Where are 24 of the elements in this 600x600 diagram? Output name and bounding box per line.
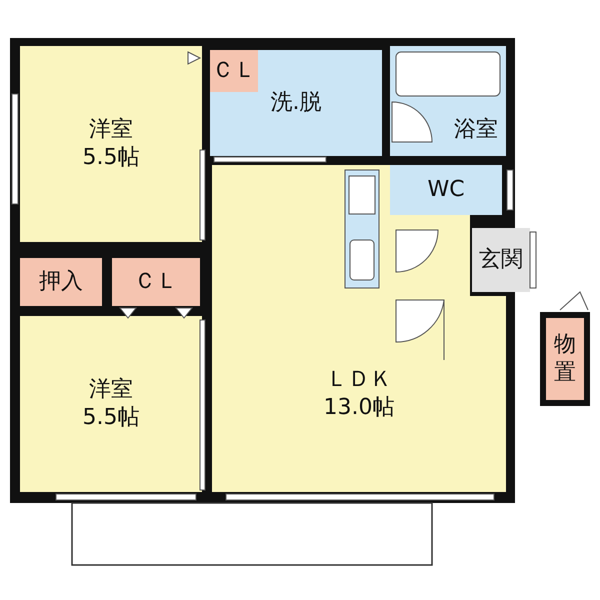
room-area: [210, 50, 382, 156]
room-label: 洋室: [89, 376, 133, 404]
room-label: 5.5帖: [82, 144, 140, 172]
room-area: [390, 165, 502, 215]
room-label: ＣＬ: [212, 57, 256, 85]
room-label: 物置: [554, 331, 576, 387]
room-label: 玄関: [479, 246, 523, 274]
room-label: 洗.脱: [270, 89, 322, 117]
room-label: 5.5帖: [82, 404, 140, 432]
room-label: ＣＬ: [134, 268, 178, 296]
room-label: 洋室: [89, 116, 133, 144]
room-label: WC: [427, 176, 465, 204]
room-area: [210, 50, 258, 92]
room-area: [20, 316, 202, 492]
room-area: [20, 258, 102, 306]
room-label: 浴室: [454, 116, 498, 144]
room-area: [212, 296, 506, 492]
room-area: [472, 228, 530, 292]
room-area: [112, 258, 200, 306]
room-area: [546, 318, 584, 400]
room-label: ＬＤＫ: [326, 366, 392, 394]
room-label: 13.0帖: [324, 394, 394, 422]
room-area: [20, 46, 202, 242]
room-label: 押入: [39, 268, 83, 296]
